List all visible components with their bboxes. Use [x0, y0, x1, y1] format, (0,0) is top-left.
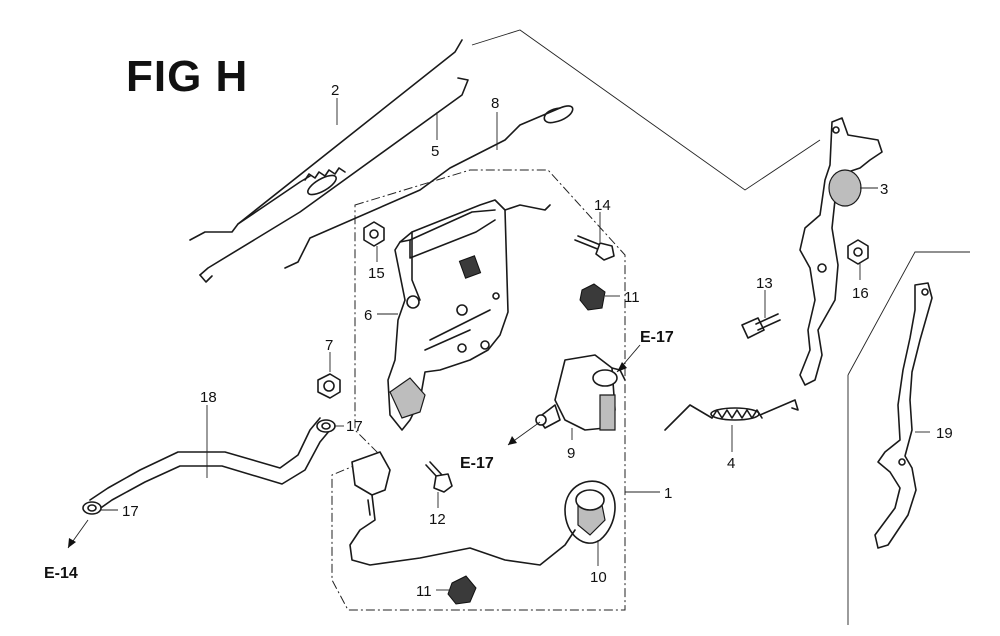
callout-7: 7 — [325, 337, 333, 354]
callout-2: 2 — [331, 82, 339, 99]
callout-14: 14 — [594, 197, 611, 214]
callout-10: 10 — [590, 569, 607, 586]
part-14-bolt — [574, 235, 615, 261]
callout-17-lower: 17 — [122, 503, 139, 520]
callout-11-lower: 11 — [416, 583, 432, 600]
part-17-clip-b — [82, 501, 102, 515]
part-7-nut — [317, 373, 341, 399]
part-5-rod — [199, 77, 469, 283]
callout-15: 15 — [368, 265, 385, 282]
part-3-lever — [799, 117, 883, 386]
callout-18: 18 — [200, 389, 217, 406]
callout-16: 16 — [852, 285, 869, 302]
assembly-outline — [331, 169, 626, 611]
part-11-clip-b — [447, 575, 477, 605]
group-boundary-19 — [847, 251, 970, 376]
callout-12: 12 — [429, 511, 446, 528]
part-6-bracket — [387, 199, 551, 431]
arrow-e17-bottom — [508, 436, 517, 445]
callout-13: 13 — [756, 275, 773, 292]
callout-5: 5 — [431, 143, 439, 160]
part-15-nut — [363, 221, 385, 247]
part-11-clip-a — [579, 283, 606, 311]
ref-e17-lower: E-17 — [460, 455, 494, 472]
callout-4: 4 — [727, 455, 735, 472]
part-19-bracket — [874, 282, 933, 549]
part-18-pipe — [89, 417, 331, 513]
part-13-bolt — [741, 313, 781, 339]
arrow-e14 — [68, 538, 76, 548]
callout-17-upper: 17 — [346, 418, 363, 435]
callout-9: 9 — [567, 445, 575, 462]
callout-leaders — [67, 98, 930, 591]
ref-e17-upper: E-17 — [640, 329, 674, 346]
part-17-clip-a — [316, 419, 336, 433]
part-4-spring — [664, 399, 799, 431]
part-2-rod — [189, 39, 463, 241]
callout-11-upper: 11 — [624, 289, 640, 306]
part-16-nut — [847, 239, 869, 265]
part-9-sensor — [535, 354, 626, 431]
part-10-knob — [349, 451, 616, 566]
part-8-rod — [284, 105, 574, 269]
callout-8: 8 — [491, 95, 499, 112]
group-boundary-right — [471, 29, 821, 191]
callout-19: 19 — [936, 425, 953, 442]
ref-e14: E-14 — [44, 565, 78, 582]
figure-title: FIG H — [126, 52, 249, 101]
callout-3: 3 — [880, 181, 888, 198]
callout-1: 1 — [664, 485, 672, 502]
callout-6: 6 — [364, 307, 372, 324]
arrow-e17-top — [617, 362, 627, 372]
part-12-bolt — [425, 461, 453, 493]
